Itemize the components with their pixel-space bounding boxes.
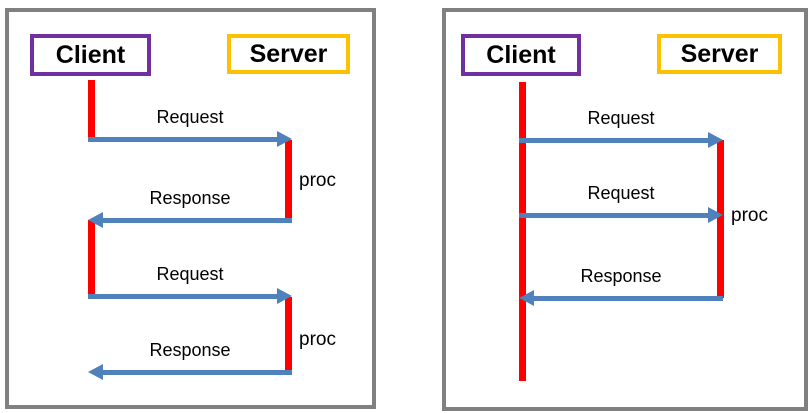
arrowhead-left-icon bbox=[88, 212, 103, 228]
response-label: Response bbox=[580, 266, 662, 286]
client-activation-bar bbox=[88, 220, 95, 298]
request-arrow bbox=[88, 131, 292, 147]
arrowhead-left-icon bbox=[519, 290, 534, 306]
arrow-line bbox=[97, 370, 292, 375]
arrow-line bbox=[97, 218, 292, 223]
response-arrow bbox=[519, 290, 723, 306]
request-label: Request bbox=[587, 183, 655, 203]
actor-label-server: Server bbox=[249, 39, 328, 68]
arrow-line bbox=[88, 294, 283, 299]
actor-label-client: Client bbox=[486, 40, 556, 69]
proc-label: proc bbox=[731, 205, 768, 226]
response-label: Response bbox=[149, 340, 231, 360]
arrow-line bbox=[519, 138, 714, 143]
actor-label-server: Server bbox=[680, 39, 759, 68]
arrow-line bbox=[528, 296, 723, 301]
arrow-line bbox=[519, 213, 714, 218]
response-arrow bbox=[88, 212, 292, 228]
arrowhead-right-icon bbox=[277, 288, 292, 304]
arrowhead-right-icon bbox=[277, 131, 292, 147]
request-label: Request bbox=[587, 108, 655, 128]
actor-box-client: Client bbox=[461, 34, 581, 76]
server-activation-bar bbox=[285, 297, 292, 375]
arrowhead-left-icon bbox=[88, 364, 103, 380]
proc-label: proc bbox=[299, 329, 336, 350]
actor-label-client: Client bbox=[55, 40, 126, 69]
arrow-line bbox=[88, 137, 283, 142]
request-arrow bbox=[519, 132, 723, 148]
actor-box-client: Client bbox=[30, 34, 151, 76]
client-activation-bar bbox=[88, 80, 95, 141]
server-activation-bar bbox=[285, 140, 292, 220]
proc-label: proc bbox=[299, 170, 336, 191]
sequence-diagram-left: Client Server Request Response Request R… bbox=[5, 8, 376, 409]
arrowhead-right-icon bbox=[708, 132, 723, 148]
request-label: Request bbox=[156, 107, 224, 127]
response-label: Response bbox=[149, 188, 231, 208]
request-arrow bbox=[519, 207, 723, 223]
request-label: Request bbox=[156, 264, 224, 284]
actor-box-server: Server bbox=[657, 34, 782, 74]
arrowhead-right-icon bbox=[708, 207, 723, 223]
response-arrow bbox=[88, 364, 292, 380]
request-arrow bbox=[88, 288, 292, 304]
sequence-diagram-right: Client Server Request Request Response p… bbox=[442, 8, 808, 411]
client-activation-bar bbox=[519, 82, 526, 381]
actor-box-server: Server bbox=[227, 34, 350, 74]
